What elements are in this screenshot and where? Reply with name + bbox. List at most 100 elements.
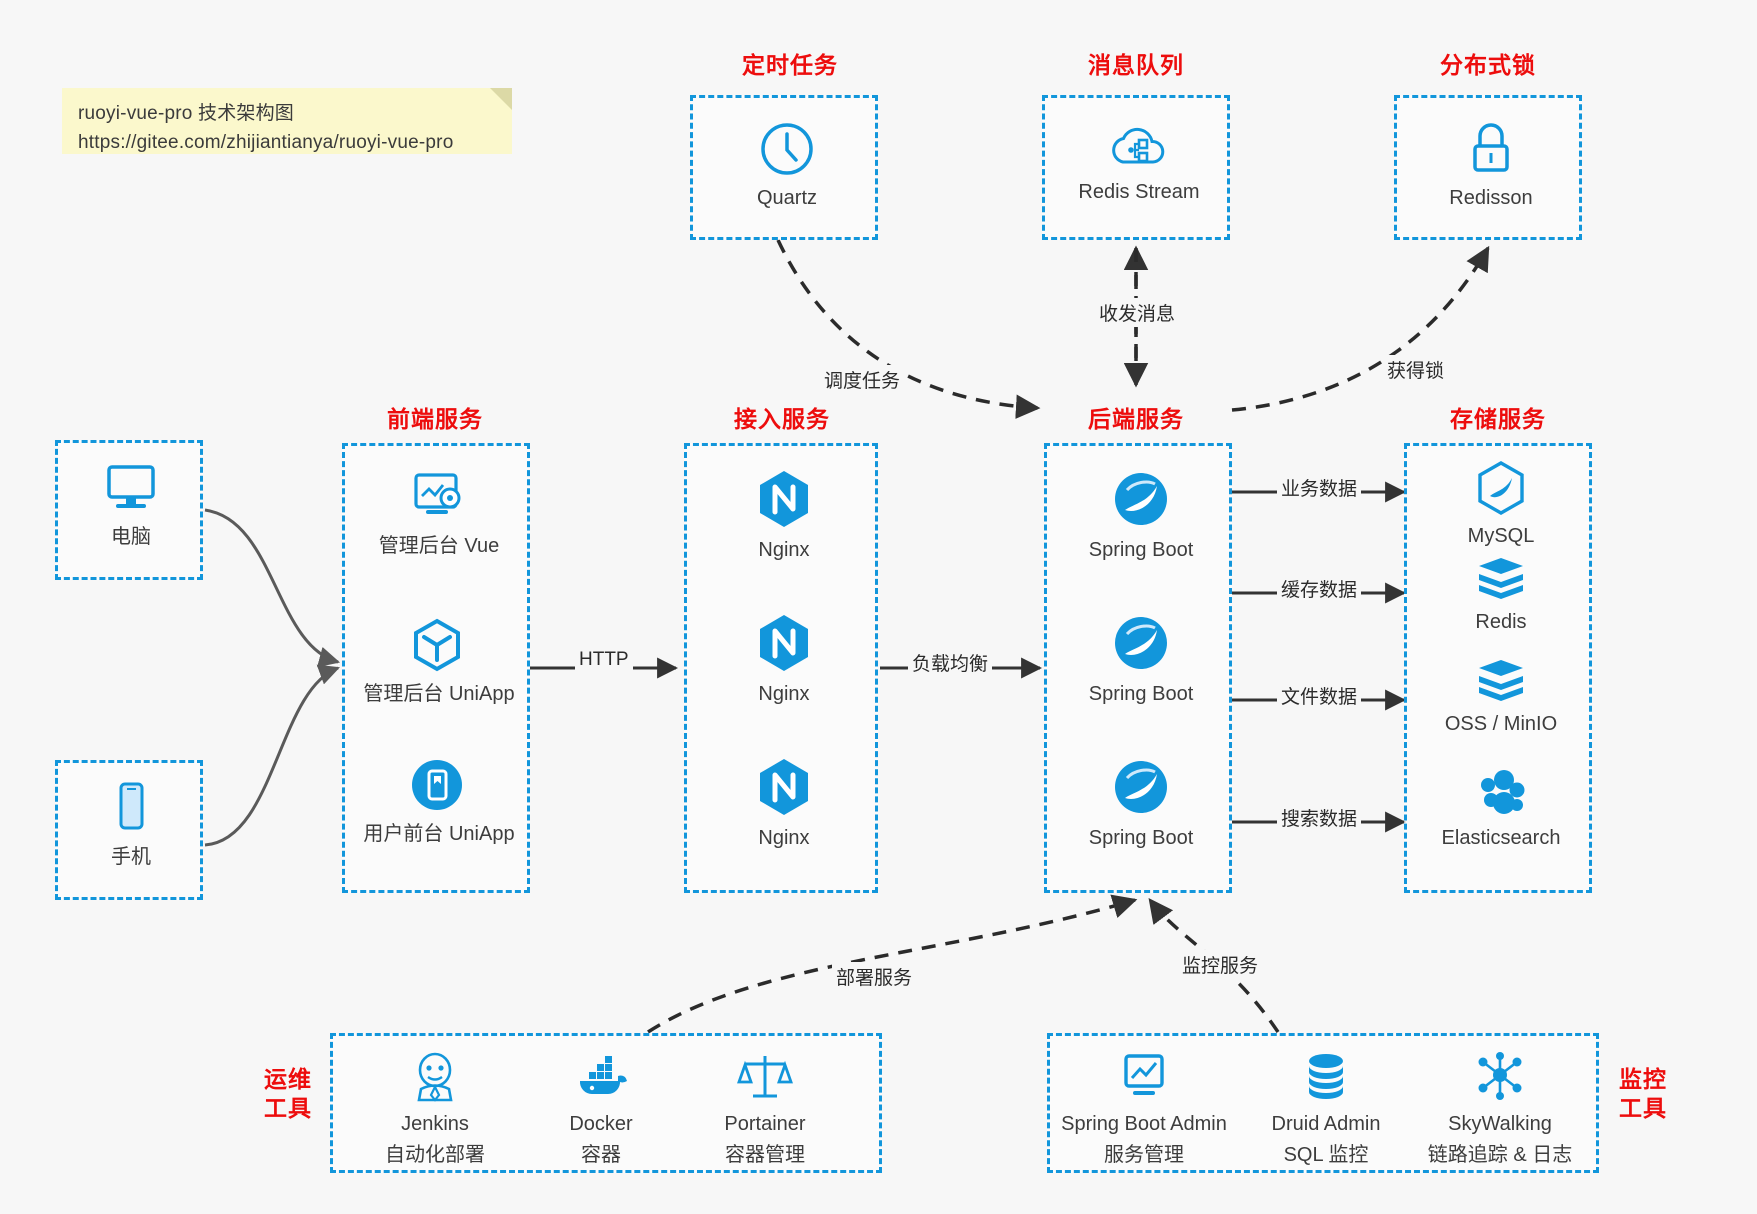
group-box-message-queue[interactable]: Redis Stream xyxy=(1042,95,1230,240)
redis-stack-icon xyxy=(1479,660,1523,701)
group-box-scheduled-task[interactable]: Quartz xyxy=(690,95,878,240)
group-title-monitoring-line1: 监控 xyxy=(1619,1066,1667,1092)
group-title-backend: 后端服务 xyxy=(1088,406,1184,432)
scales-balance-icon xyxy=(737,1056,793,1098)
edge-label-lb: 负载均衡 xyxy=(908,648,993,677)
node-sublabel: 服务管理 xyxy=(1104,1144,1184,1166)
lock-icon xyxy=(1473,123,1509,172)
node-elasticsearch[interactable]: Elasticsearch xyxy=(1421,766,1581,852)
group-title-distributed-lock: 分布式锁 xyxy=(1440,52,1536,78)
node-mobile[interactable]: 手机 xyxy=(51,779,211,871)
node-jenkins[interactable]: Jenkins 自动化部署 xyxy=(355,1050,515,1167)
node-sublabel: 自动化部署 xyxy=(385,1144,485,1166)
node-label: Spring Boot xyxy=(1088,683,1194,705)
group-title-scheduled-task: 定时任务 xyxy=(742,52,838,78)
node-redis[interactable]: Redis xyxy=(1421,554,1581,636)
group-box-devops[interactable]: Jenkins 自动化部署 Docker 容器 xyxy=(330,1033,882,1173)
edge-label-monitor: 监控服务 xyxy=(1178,950,1263,979)
node-sublabel: SQL 监控 xyxy=(1283,1144,1369,1166)
group-box-frontend[interactable]: 管理后台 Vue 管理后台 UniApp 用户前台 UniApp xyxy=(342,443,530,893)
node-label: Nginx xyxy=(758,683,810,705)
group-title-monitoring-line2: 工具 xyxy=(1619,1094,1667,1121)
node-oss-minio[interactable]: OSS / MinIO xyxy=(1421,656,1581,738)
mobile-app-icon xyxy=(412,760,462,810)
group-title-message-queue: 消息队列 xyxy=(1088,52,1184,78)
node-nginx-1[interactable]: Nginx xyxy=(704,468,864,564)
node-portainer[interactable]: Portainer 容器管理 xyxy=(685,1050,845,1167)
info-note: ruoyi-vue-pro 技术架构图 https://gitee.com/zh… xyxy=(62,88,512,154)
node-label: 手机 xyxy=(111,846,151,868)
node-admin-uniapp[interactable]: 管理后台 UniApp xyxy=(359,616,519,708)
node-label: 电脑 xyxy=(111,526,151,548)
mysql-dolphin-icon xyxy=(1478,461,1524,515)
node-nginx-2[interactable]: Nginx xyxy=(704,612,864,708)
nginx-icon xyxy=(760,615,808,671)
node-spring-boot-3[interactable]: Spring Boot xyxy=(1061,756,1221,852)
node-label: 管理后台 UniApp xyxy=(363,683,515,705)
node-spring-boot-admin[interactable]: Spring Boot Admin 服务管理 xyxy=(1061,1050,1227,1167)
node-label: SkyWalking xyxy=(1448,1113,1552,1135)
spring-boot-icon xyxy=(1115,761,1167,813)
node-docker[interactable]: Docker 容器 xyxy=(521,1050,681,1167)
client-box-desktop[interactable]: 电脑 xyxy=(55,440,203,580)
node-quartz[interactable]: Quartz xyxy=(707,120,867,212)
group-box-storage[interactable]: MySQL Redis OSS / MinIO xyxy=(1404,443,1592,893)
skywalking-nodes-icon xyxy=(1478,1052,1522,1100)
group-title-devops-line1: 运维 xyxy=(264,1066,312,1092)
group-box-backend[interactable]: Spring Boot Spring Boot Spring Boot xyxy=(1044,443,1232,893)
group-box-monitoring[interactable]: Spring Boot Admin 服务管理 Druid Admin SQL 监… xyxy=(1047,1033,1599,1173)
edge-label-biz-data: 业务数据 xyxy=(1277,473,1362,502)
cloud-stream-icon xyxy=(1112,127,1165,164)
node-label: Spring Boot xyxy=(1088,539,1194,561)
node-label: 用户前台 UniApp xyxy=(363,823,515,845)
node-nginx-3[interactable]: Nginx xyxy=(704,756,864,852)
client-box-mobile[interactable]: 手机 xyxy=(55,760,203,900)
jenkins-butler-icon xyxy=(417,1052,453,1102)
node-skywalking[interactable]: SkyWalking 链路追踪 & 日志 xyxy=(1420,1050,1580,1167)
node-label: Nginx xyxy=(758,827,810,849)
docker-whale-icon xyxy=(579,1056,627,1095)
edge-label-lock: 获得锁 xyxy=(1383,355,1449,384)
group-box-distributed-lock[interactable]: Redisson xyxy=(1394,95,1582,240)
group-title-devops-line2: 工具 xyxy=(264,1094,312,1121)
node-sublabel: 容器管理 xyxy=(725,1144,805,1166)
node-desktop[interactable]: 电脑 xyxy=(51,459,211,551)
node-druid-admin[interactable]: Druid Admin SQL 监控 xyxy=(1246,1050,1406,1167)
node-label: Spring Boot xyxy=(1088,827,1194,849)
node-label: Redis xyxy=(1475,611,1527,633)
node-sublabel: 容器 xyxy=(581,1144,621,1166)
dashboard-gear-icon xyxy=(414,473,461,514)
edge-label-http: HTTP xyxy=(575,648,633,672)
note-fold-corner xyxy=(490,88,512,110)
node-admin-vue[interactable]: 管理后台 Vue xyxy=(359,468,519,560)
node-label: Druid Admin xyxy=(1271,1113,1381,1135)
node-sublabel: 链路追踪 & 日志 xyxy=(1427,1144,1573,1166)
hexagon-cube-icon xyxy=(414,618,460,672)
node-label: OSS / MinIO xyxy=(1444,713,1558,735)
edge-label-file-data: 文件数据 xyxy=(1277,681,1362,710)
node-mysql[interactable]: MySQL xyxy=(1421,460,1581,550)
node-spring-boot-2[interactable]: Spring Boot xyxy=(1061,612,1221,708)
spring-boot-icon xyxy=(1115,617,1167,669)
note-url: https://gitee.com/zhijiantianya/ruoyi-vu… xyxy=(78,131,454,153)
edge-label-cache-data: 缓存数据 xyxy=(1277,574,1362,603)
node-redisson[interactable]: Redisson xyxy=(1411,120,1571,212)
group-title-storage: 存储服务 xyxy=(1450,406,1546,432)
node-redis-stream[interactable]: Redis Stream xyxy=(1059,120,1219,206)
group-title-monitoring: 监控 工具 xyxy=(1613,1065,1673,1123)
node-label: Portainer xyxy=(724,1113,806,1135)
database-icon xyxy=(1309,1054,1343,1099)
node-label: Nginx xyxy=(758,539,810,561)
desktop-monitor-icon xyxy=(107,465,155,508)
edge-label-search-data: 搜索数据 xyxy=(1277,803,1362,832)
node-label: Docker xyxy=(569,1113,633,1135)
node-spring-boot-1[interactable]: Spring Boot xyxy=(1061,468,1221,564)
group-title-devops: 运维 工具 xyxy=(258,1065,318,1123)
node-user-uniapp[interactable]: 用户前台 UniApp xyxy=(359,756,519,848)
node-label: Elasticsearch xyxy=(1441,827,1561,849)
node-label: Jenkins xyxy=(401,1113,469,1135)
group-box-gateway[interactable]: Nginx Nginx Nginx xyxy=(684,443,878,893)
mobile-phone-icon xyxy=(119,782,144,830)
nginx-icon xyxy=(760,759,808,815)
monitor-chart-icon xyxy=(1124,1054,1164,1095)
